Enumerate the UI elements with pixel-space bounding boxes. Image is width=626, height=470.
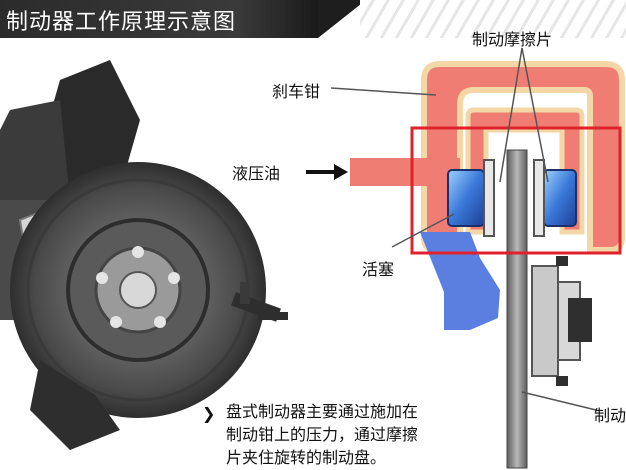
hydraulic-line xyxy=(350,158,460,186)
pad-leader-left xyxy=(499,47,523,183)
label-pads: 制动摩擦片 xyxy=(472,30,553,49)
description-note: 盘式制动器主要通过施加在 制动钳上的压力，通过摩擦 片夹住旋转的制动盘。 xyxy=(226,400,486,469)
title-bar: 制动器工作原理示意图 xyxy=(0,0,366,38)
label-caliper: 刹车钳 xyxy=(272,82,321,101)
piston-leader xyxy=(391,213,455,248)
label-fluid: 液压油 xyxy=(232,164,281,183)
pad-leader-right xyxy=(521,47,549,183)
page-title: 制动器工作原理示意图 xyxy=(6,10,237,35)
brake-disc-rod xyxy=(506,149,528,469)
piston-left xyxy=(447,159,495,237)
note-line: 盘式制动器主要通过施加在 xyxy=(226,402,419,421)
header-stripes xyxy=(360,0,626,38)
caliper-leader xyxy=(330,87,437,96)
disc-leader xyxy=(521,391,597,411)
label-piston: 活塞 xyxy=(362,260,395,279)
fluid-arrow-icon xyxy=(306,164,348,180)
piston-right xyxy=(533,159,577,237)
hub xyxy=(531,256,592,386)
note-line: 片夹住旋转的制动盘。 xyxy=(226,448,387,467)
chevron-right-icon: ❯ xyxy=(202,404,216,423)
brake-assembly-photo xyxy=(0,60,288,450)
label-disc: 制动 xyxy=(594,406,626,425)
note-line: 制动钳上的压力，通过摩擦 xyxy=(226,425,419,444)
caliper-bracket xyxy=(420,232,500,330)
highlight-frame xyxy=(410,126,622,255)
